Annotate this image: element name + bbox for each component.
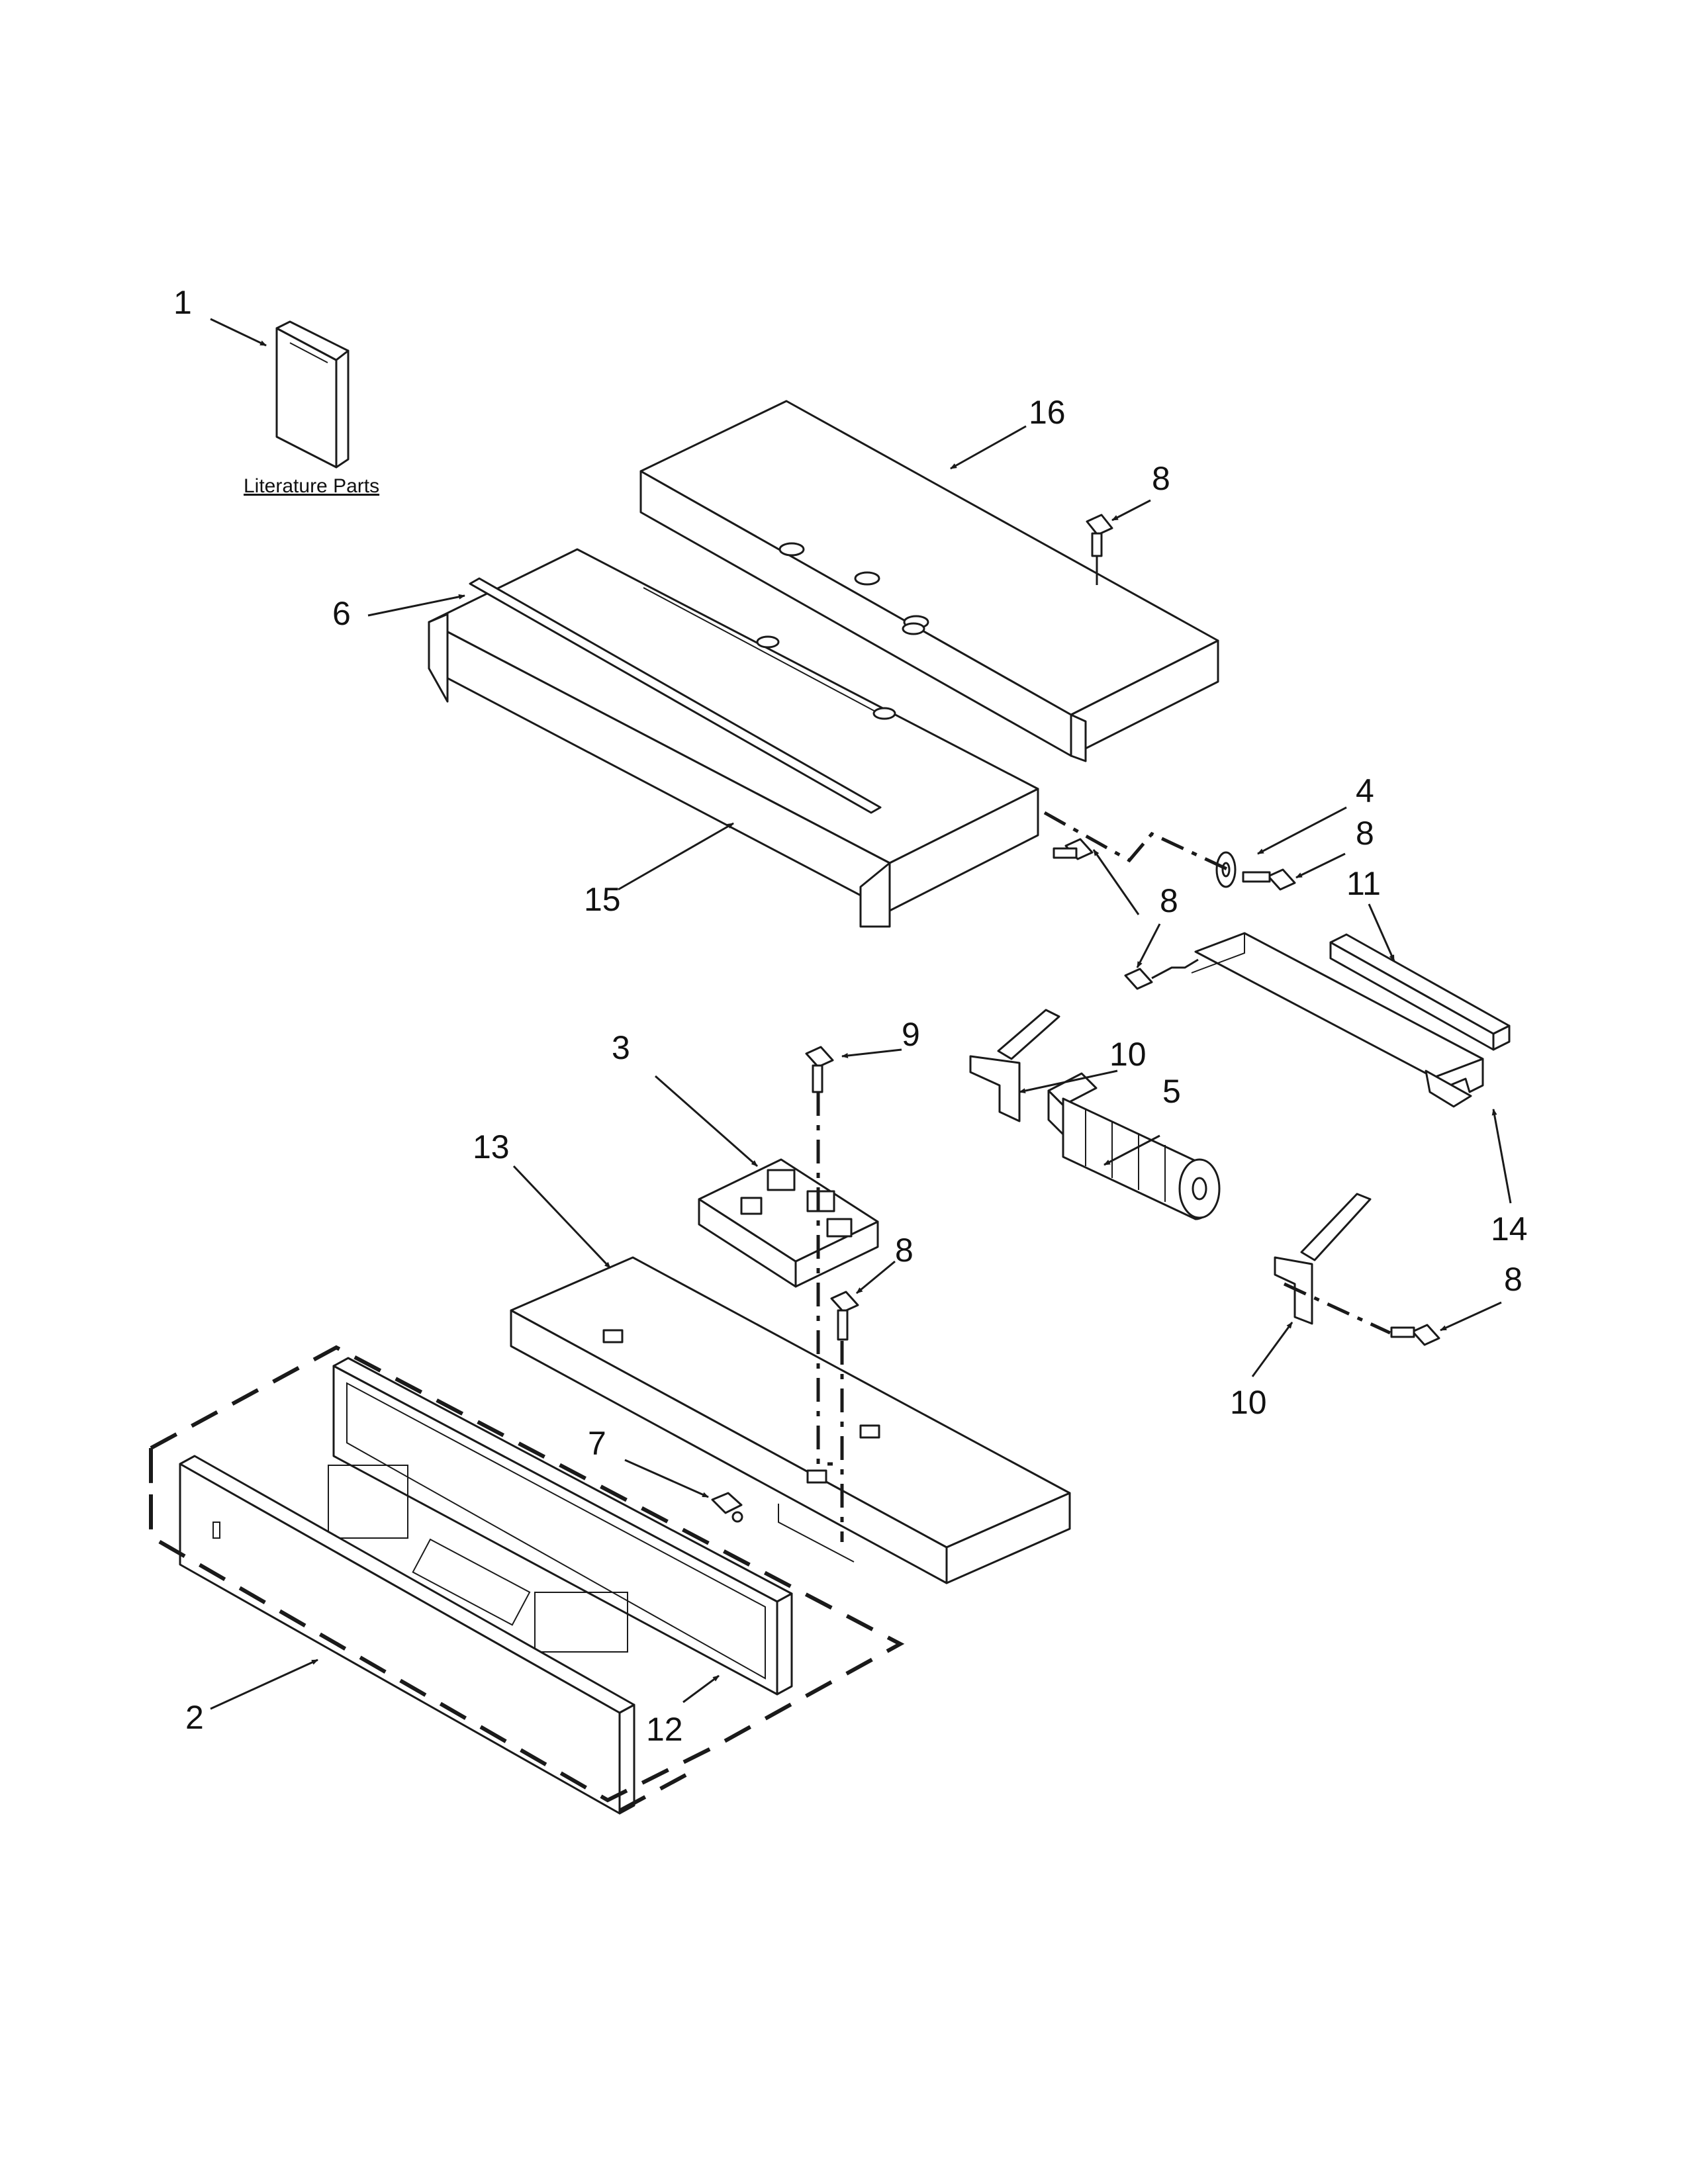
upper-panel	[639, 400, 1219, 762]
literature-parts-label: Literature Parts	[244, 475, 379, 497]
callout-labels: 1 16 8 6 15 4 8 8 11 9 3 10 5 13 14 8 8 …	[173, 284, 1528, 1748]
bracket-part-14	[1191, 932, 1484, 1108]
hinge-part-10-lower	[1274, 1193, 1372, 1325]
callout-7: 7	[588, 1425, 606, 1462]
control-board	[698, 1158, 879, 1288]
callout-8: 8	[1504, 1261, 1523, 1298]
blower-fan	[1047, 1072, 1221, 1220]
callout-8: 8	[1356, 815, 1374, 852]
callout-8: 8	[1160, 882, 1178, 919]
assembly-lines	[149, 811, 1391, 1813]
bottom-panel	[510, 1256, 1071, 1584]
callout-5: 5	[1162, 1073, 1181, 1110]
clip-part-7	[711, 1492, 743, 1523]
screw-part-9	[805, 1046, 834, 1093]
callout-4: 4	[1356, 772, 1374, 809]
screw-part-8-mid-right	[1242, 868, 1296, 891]
screw-part-8-top	[1086, 514, 1113, 585]
console-frame	[328, 1357, 793, 1696]
main-top-panel	[428, 548, 1039, 928]
callout-16: 16	[1029, 394, 1066, 431]
callout-11: 11	[1346, 865, 1381, 902]
leader-arrows	[210, 318, 1512, 1710]
callout-13: 13	[473, 1128, 510, 1165]
callout-3: 3	[612, 1029, 630, 1066]
callout-9: 9	[902, 1016, 920, 1053]
console-panel	[179, 1455, 635, 1815]
callout-10: 10	[1230, 1384, 1267, 1421]
bar-part-11	[1329, 933, 1511, 1051]
hinge-part-10-upper	[969, 1009, 1060, 1122]
callout-2: 2	[185, 1699, 204, 1736]
callout-1: 1	[173, 284, 192, 321]
screw-part-8-mid-left	[1053, 838, 1094, 860]
literature-parts-book	[275, 320, 350, 469]
callout-12: 12	[646, 1711, 683, 1748]
callout-8: 8	[895, 1232, 914, 1269]
callout-10: 10	[1109, 1036, 1147, 1073]
callout-14: 14	[1491, 1210, 1528, 1248]
screw-part-8-board	[830, 1291, 859, 1341]
strip-part-6	[469, 577, 882, 814]
callout-6: 6	[332, 595, 351, 632]
screw-part-8-bracket	[1124, 958, 1199, 990]
callout-8: 8	[1152, 460, 1170, 497]
callout-15: 15	[584, 881, 621, 918]
screw-part-8-hinge	[1390, 1324, 1440, 1346]
